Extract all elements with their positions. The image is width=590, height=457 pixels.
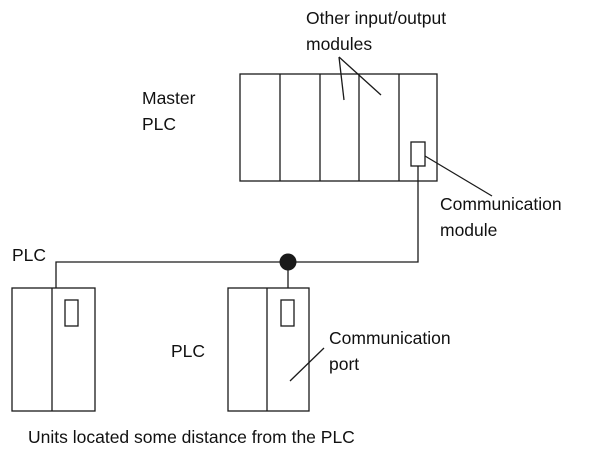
master-plc-label-line2: PLC <box>142 114 176 134</box>
communication-port-label-line2: port <box>329 354 359 374</box>
remote-plc-left <box>11 287 96 412</box>
network-cable <box>55 166 419 300</box>
communication-port-leader <box>289 347 325 382</box>
communication-module-label-line2: module <box>440 220 497 240</box>
master-plc-frame <box>239 73 438 182</box>
remote-plc-middle-frame <box>227 287 310 412</box>
other-modules-leader <box>338 56 345 101</box>
master-plc-rack <box>239 73 438 182</box>
communication-module-label-line1: Communication <box>440 194 562 214</box>
other-modules-label-line1: Other input/output <box>306 8 446 28</box>
caption: Units located some distance from the PLC <box>28 427 355 447</box>
plc-left-label: PLC <box>12 245 46 265</box>
remote-plc-left-frame <box>11 287 96 412</box>
communication-module-leader <box>424 155 493 197</box>
remote-plc-middle <box>227 287 310 412</box>
plc-middle-label: PLC <box>171 341 205 361</box>
cable-junction-node <box>279 253 297 271</box>
communication-port-label-line1: Communication <box>329 328 451 348</box>
remote-plc-middle-port <box>280 299 295 327</box>
other-modules-leader <box>338 56 382 96</box>
master-plc-label-line1: Master <box>142 88 196 108</box>
other-modules-label-line2: modules <box>306 34 372 54</box>
remote-plc-left-port <box>64 299 79 327</box>
master-communication-module-port <box>410 141 426 167</box>
